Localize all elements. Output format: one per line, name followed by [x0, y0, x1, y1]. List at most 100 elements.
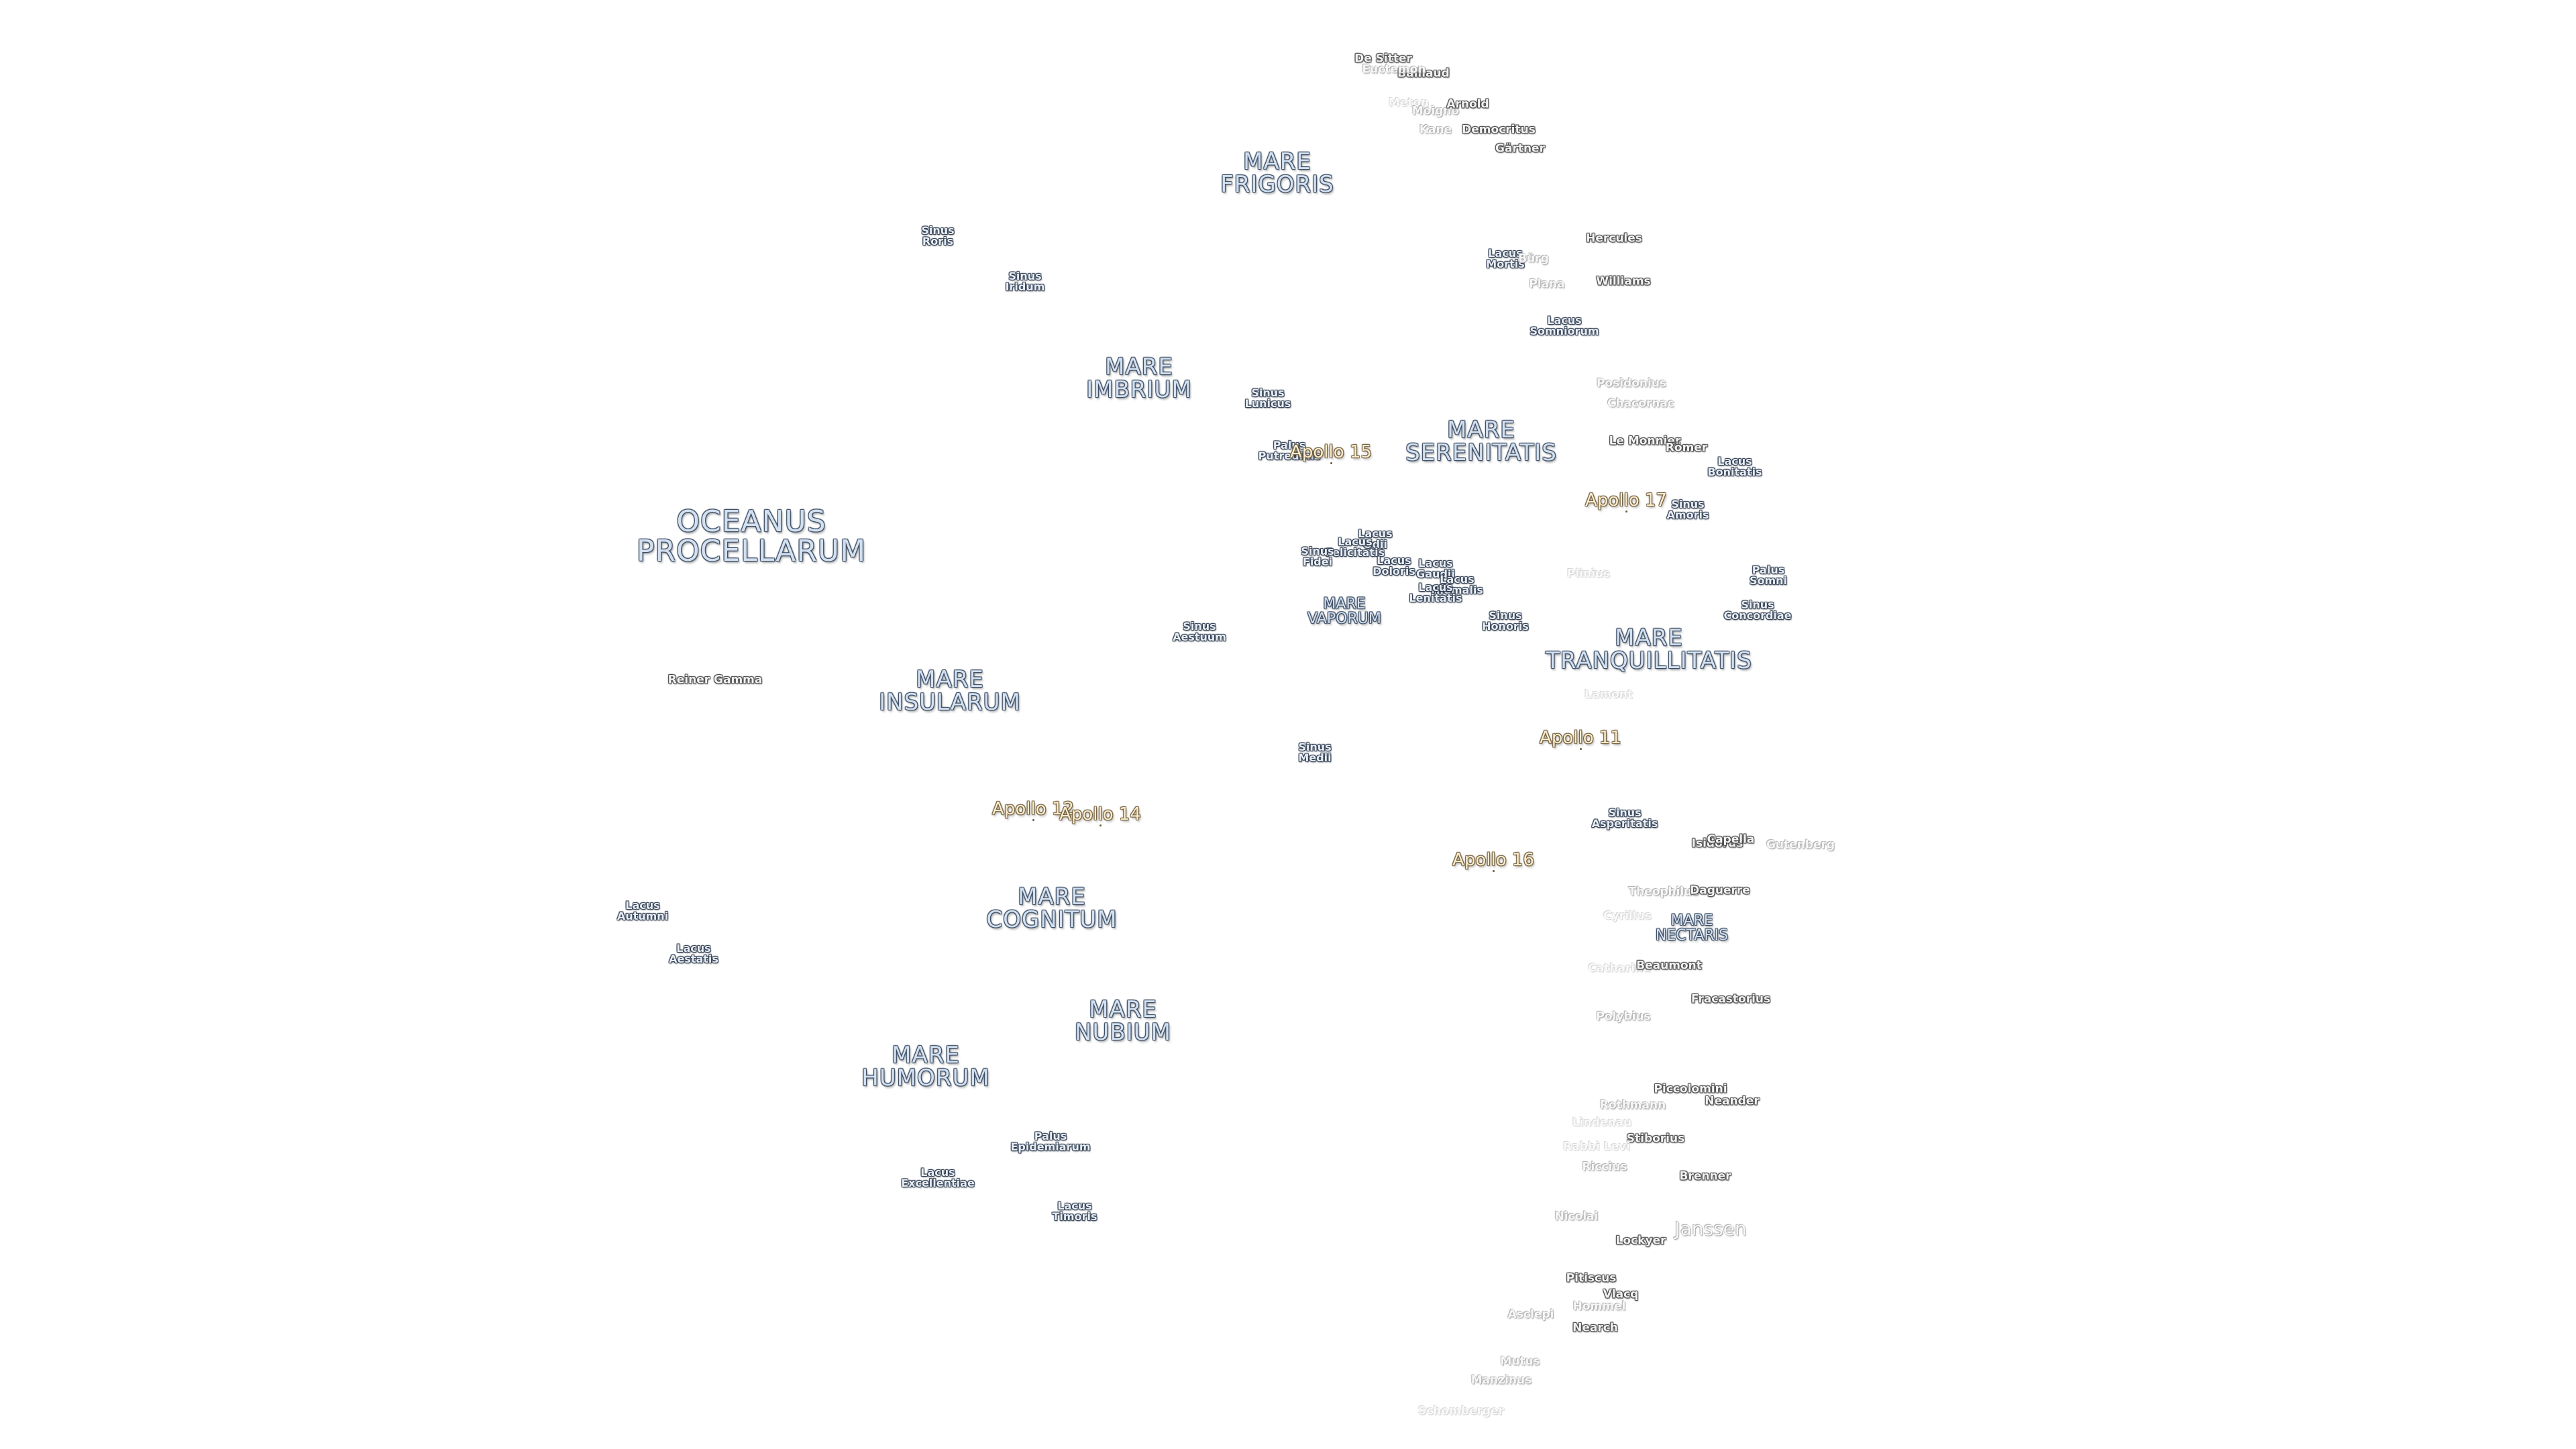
label-text: Sinus	[1301, 545, 1334, 557]
label-text: Arnold	[1446, 97, 1489, 111]
label-text: Catharina	[1588, 961, 1651, 975]
label-apollo-16: Apollo 16	[1452, 851, 1534, 872]
label-text: Epidemiarum	[1010, 1140, 1091, 1153]
label-manzinus: Manzinus	[1471, 1375, 1532, 1387]
label-polybius: Polybius	[1596, 1011, 1650, 1023]
label-hercules: Hercules	[1586, 233, 1642, 245]
label-text: Hercules	[1586, 231, 1642, 246]
label-text: SERENITATIS	[1405, 439, 1557, 466]
label-gartner: Gärtner	[1495, 142, 1545, 156]
label-text: MARE	[1615, 625, 1683, 651]
label-text: Bonitatis	[1707, 466, 1762, 478]
label-text: Concordiae	[1723, 609, 1792, 622]
label-text: Honoris	[1482, 620, 1529, 633]
label-fracastorius: Fracastorius	[1691, 994, 1770, 1006]
label-mutus: Mutus	[1500, 1356, 1540, 1368]
label-text: Chacornac	[1607, 396, 1674, 411]
label-text: MARE	[1018, 883, 1086, 910]
label-text: Rothmann	[1599, 1098, 1666, 1112]
label-kane: Kane	[1419, 124, 1452, 136]
label-text: MARE	[892, 1042, 960, 1069]
label-text: Sinus	[1741, 598, 1774, 611]
label-text: Piccolomini	[1654, 1082, 1727, 1096]
label-text: Williams	[1596, 274, 1651, 288]
label-text: Plinius	[1566, 567, 1611, 581]
label-text: Aestatis	[669, 953, 718, 965]
label-stiborius: Stiborius	[1627, 1133, 1684, 1145]
label-vlacq: Vlacq	[1603, 1289, 1639, 1301]
landing-site-marker	[1580, 748, 1582, 750]
label-cyrillus: Cyrillus	[1603, 910, 1652, 922]
label-text: Lunicus	[1244, 397, 1291, 410]
label-text: Sinus	[1008, 270, 1042, 282]
label-text: Lacus	[1057, 1199, 1092, 1212]
label-text: Gärtner	[1495, 142, 1545, 156]
label-text: Hommel	[1572, 1299, 1626, 1313]
label-nicolai: Nicolai	[1555, 1211, 1599, 1223]
label-text: Plana	[1529, 277, 1565, 291]
label-text: TRANQUILLITATIS	[1546, 647, 1752, 674]
label-text: Lacus	[1338, 535, 1373, 548]
label-text: Theophilus	[1628, 885, 1699, 899]
label-text: MARE	[1447, 417, 1515, 443]
label-text: Le Monnier	[1609, 434, 1681, 448]
label-text: Fracastorius	[1690, 992, 1771, 1006]
label-text: De Sitter	[1354, 52, 1412, 66]
label-text: Moigno	[1411, 104, 1460, 118]
label-text: Mutus	[1500, 1354, 1540, 1368]
label-text: Reiner Gamma	[667, 673, 763, 687]
label-text: MARE	[1105, 354, 1173, 380]
label-neander: Neander	[1705, 1095, 1759, 1108]
label-text: Hiemalis	[1431, 584, 1483, 596]
label-text: Sinus	[1489, 609, 1522, 622]
label-asclepi: Asclepi	[1508, 1309, 1554, 1321]
label-text: Somni	[1749, 574, 1788, 587]
label-text: Somniorum	[1529, 325, 1599, 337]
label-text: Palus	[1273, 439, 1306, 451]
label-text: Beaumont	[1636, 959, 1702, 973]
label-gutenberg: Gutenberg	[1766, 839, 1835, 851]
label-text: Palus	[1034, 1130, 1067, 1142]
label-reiner-gamma: Reiner Gamma	[667, 673, 763, 687]
label-text: COGNITUM	[986, 906, 1118, 933]
label-text: Baillaud	[1397, 66, 1450, 80]
label-text: Autumni	[616, 910, 669, 922]
label-text: Iridum	[1005, 280, 1045, 293]
label-text: Lacus	[1440, 573, 1474, 586]
label-text: MARE	[1089, 996, 1157, 1023]
label-text: Palus	[1752, 564, 1785, 576]
label-posidonius: Posidonius	[1597, 378, 1666, 390]
label-text: MARE	[1670, 912, 1713, 929]
label-text: Vlacq	[1603, 1287, 1639, 1301]
label-text: PROCELLARUM	[636, 534, 867, 568]
label-lockyer: Lockyer	[1616, 1235, 1666, 1247]
label-text: FRIGORIS	[1220, 171, 1334, 198]
label-text: Sinus	[1251, 386, 1285, 399]
label-text: Lacus	[1488, 247, 1523, 260]
label-text: Sinus	[1608, 806, 1642, 819]
label-text: Lindenau	[1572, 1116, 1632, 1130]
label-text: Medii	[1298, 751, 1332, 764]
label-text: Brenner	[1679, 1169, 1731, 1183]
label-text: Lacus	[1358, 527, 1393, 540]
label-de-sitter: De Sitter	[1354, 52, 1412, 66]
label-text: Lamont	[1585, 688, 1633, 702]
